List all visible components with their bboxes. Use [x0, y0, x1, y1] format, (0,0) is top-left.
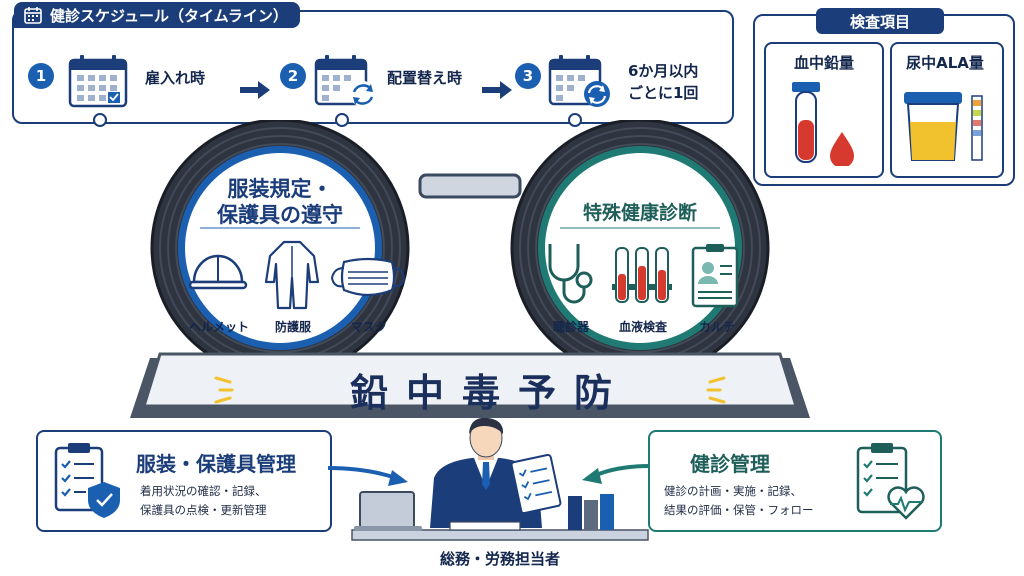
calendar-cycle-icon — [548, 55, 610, 107]
schedule-title: 健診スケジュール（タイムライン） — [50, 6, 288, 25]
left-management-desc: 着用状況の確認・記録、 保護具の点検・更新管理 — [140, 482, 267, 520]
left-wheel-title-line2: 保護具の遵守 — [217, 203, 343, 227]
blood-tube-icon — [792, 82, 854, 166]
blood-test-label: 血液検査 — [618, 320, 667, 334]
medical-chart-icon — [691, 244, 739, 308]
left-wheel-title-line1: 服装規定・ — [227, 177, 333, 201]
step-2-label: 配置替え時 — [387, 69, 463, 87]
staff-label: 総務・労務担当者 — [439, 550, 560, 568]
step-1-label: 雇入れ時 — [145, 69, 206, 87]
arrow-to-person-icon — [582, 464, 651, 484]
calendar-icon — [24, 7, 42, 24]
right-management-desc: 健診の計画・実施・記録、 結果の評価・保管・フォロー — [664, 482, 814, 520]
helmet-label: ヘルメット — [188, 320, 249, 334]
exam-label-urine-ala: 尿中ALA量 — [906, 54, 984, 72]
step-3-number: 3 — [515, 63, 541, 89]
blood-test-icon — [612, 247, 672, 303]
medical-chart-label: カルテ — [698, 320, 735, 334]
urine-cup-icon — [904, 92, 983, 161]
exam-card-blood-lead — [764, 42, 884, 178]
arrow-right-icon — [482, 81, 512, 99]
staff-person-illustration — [351, 418, 649, 541]
right-management-desc-line1: 健診の計画・実施・記録、 — [664, 484, 802, 498]
schedule-panel — [12, 10, 734, 124]
step-3-label-line2: ごとに1回 — [628, 84, 699, 102]
arrow-right-icon — [240, 81, 270, 99]
banner-title: 鉛中毒予防 — [349, 371, 630, 415]
exam-label-blood-lead: 血中鉛量 — [793, 54, 854, 72]
mask-label: マスク — [350, 320, 387, 334]
protective-suit-icon — [264, 240, 320, 310]
protective-suit-label: 防護服 — [274, 320, 311, 334]
left-management-desc-line1: 着用状況の確認・記録、 — [140, 484, 267, 498]
calendar-check-icon — [68, 55, 128, 108]
clipboard-shield-icon — [54, 443, 120, 518]
clipboard-heart-icon — [856, 443, 925, 520]
timeline-line — [93, 113, 582, 127]
step-3-label: 6か月以内 ごとに1回 — [628, 60, 698, 104]
exam-items-title: 検査項目 — [816, 8, 944, 34]
right-management-desc-line2: 結果の評価・保管・フォロー — [664, 503, 814, 517]
calendar-refresh-icon — [314, 55, 376, 107]
stethoscope-label: 聴診器 — [552, 320, 589, 334]
right-management-title: 健診管理 — [690, 452, 770, 476]
wheels-illustration — [130, 120, 810, 418]
schedule-title-tab: 健診スケジュール（タイムライン） — [14, 2, 300, 28]
step-3-label-line1: 6か月以内 — [628, 62, 699, 80]
step-2-number: 2 — [280, 63, 306, 89]
mask-icon — [330, 257, 406, 297]
helmet-icon — [188, 254, 248, 290]
left-management-title: 服装・保護具管理 — [136, 452, 296, 476]
step-1-number: 1 — [28, 63, 54, 89]
arrow-to-person-icon — [327, 466, 408, 486]
left-wheel-title: 服装規定・ 保護具の遵守 — [200, 176, 360, 228]
stethoscope-icon — [548, 244, 593, 304]
right-wheel-title: 特殊健康診断 — [582, 202, 697, 224]
left-management-desc-line2: 保護具の点検・更新管理 — [140, 503, 267, 517]
